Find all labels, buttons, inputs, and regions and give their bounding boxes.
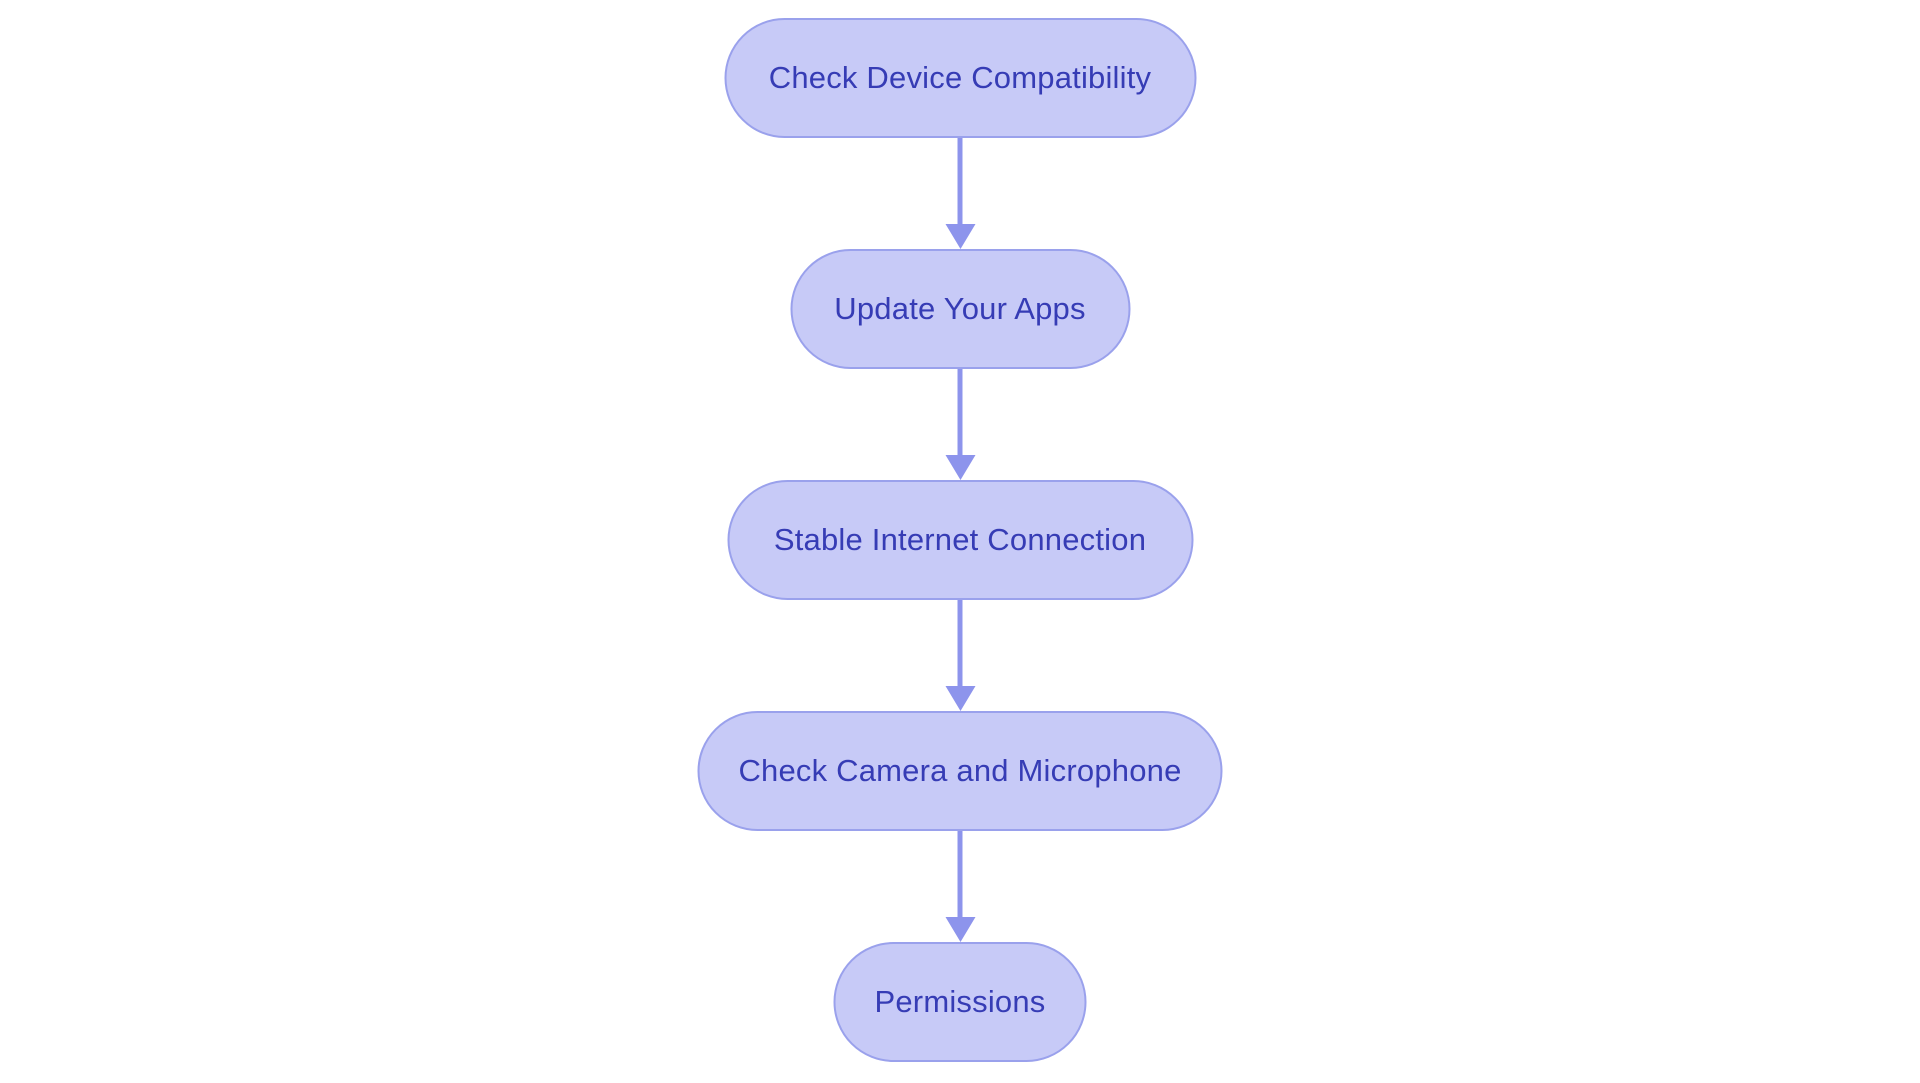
flow-node-label: Check Device Compatibility bbox=[768, 60, 1152, 95]
flow-connector-3 bbox=[945, 600, 975, 711]
flowchart: Check Device Compatibility Update Your A… bbox=[697, 18, 1223, 1062]
flow-node-label: Permissions bbox=[874, 984, 1046, 1019]
connector-line bbox=[957, 138, 963, 224]
flow-node-permissions: Permissions bbox=[833, 942, 1087, 1062]
arrow-down-icon bbox=[945, 917, 975, 942]
connector-line bbox=[957, 600, 963, 686]
flow-node-check-device-compatibility: Check Device Compatibility bbox=[724, 18, 1196, 138]
arrow-down-icon bbox=[945, 224, 975, 249]
flow-node-stable-internet-connection: Stable Internet Connection bbox=[727, 480, 1193, 600]
flow-connector-2 bbox=[945, 369, 975, 480]
flow-node-label: Stable Internet Connection bbox=[773, 522, 1147, 557]
flow-node-label: Check Camera and Microphone bbox=[738, 753, 1182, 788]
flow-node-label: Update Your Apps bbox=[834, 291, 1086, 326]
arrow-down-icon bbox=[945, 455, 975, 480]
arrow-down-icon bbox=[945, 686, 975, 711]
flow-node-check-camera-and-microphone: Check Camera and Microphone bbox=[697, 711, 1223, 831]
flow-connector-1 bbox=[945, 138, 975, 249]
flow-connector-4 bbox=[945, 831, 975, 942]
flow-node-update-your-apps: Update Your Apps bbox=[790, 249, 1130, 369]
connector-line bbox=[957, 369, 963, 455]
connector-line bbox=[957, 831, 963, 917]
